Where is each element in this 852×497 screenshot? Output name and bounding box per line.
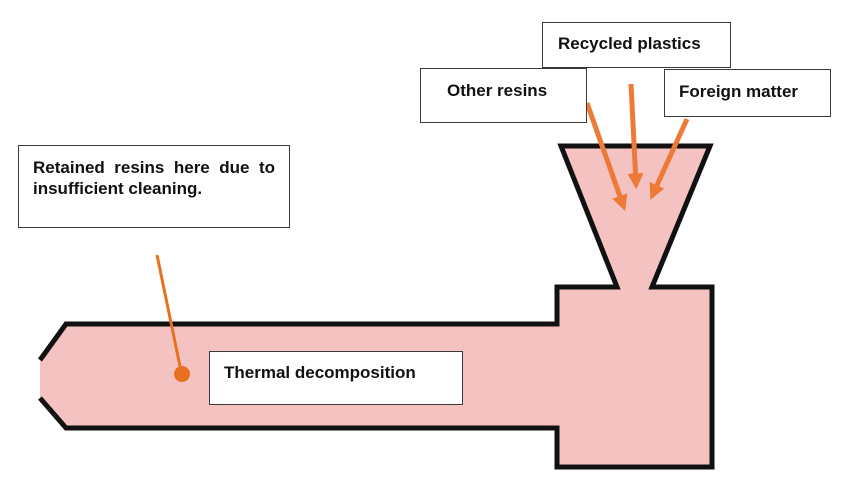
recycled-plastics-arrow — [627, 83, 644, 190]
retained-resins-label: Retained resins here due to insufficient… — [18, 145, 290, 228]
foreign-matter-label: Foreign matter — [664, 69, 831, 117]
retained-resin-pointer — [155, 254, 183, 372]
recycled-plastics-label: Recycled plastics — [542, 22, 731, 68]
retained-resin-dot — [174, 366, 190, 382]
other-resins-arrow — [584, 102, 628, 212]
other-resins-label: Other resins — [420, 68, 587, 123]
thermal-decomposition-label: Thermal decomposition — [209, 351, 463, 405]
foreign-matter-arrow — [649, 117, 690, 200]
barrel-body — [40, 146, 712, 467]
barrel-outline — [37, 143, 715, 470]
